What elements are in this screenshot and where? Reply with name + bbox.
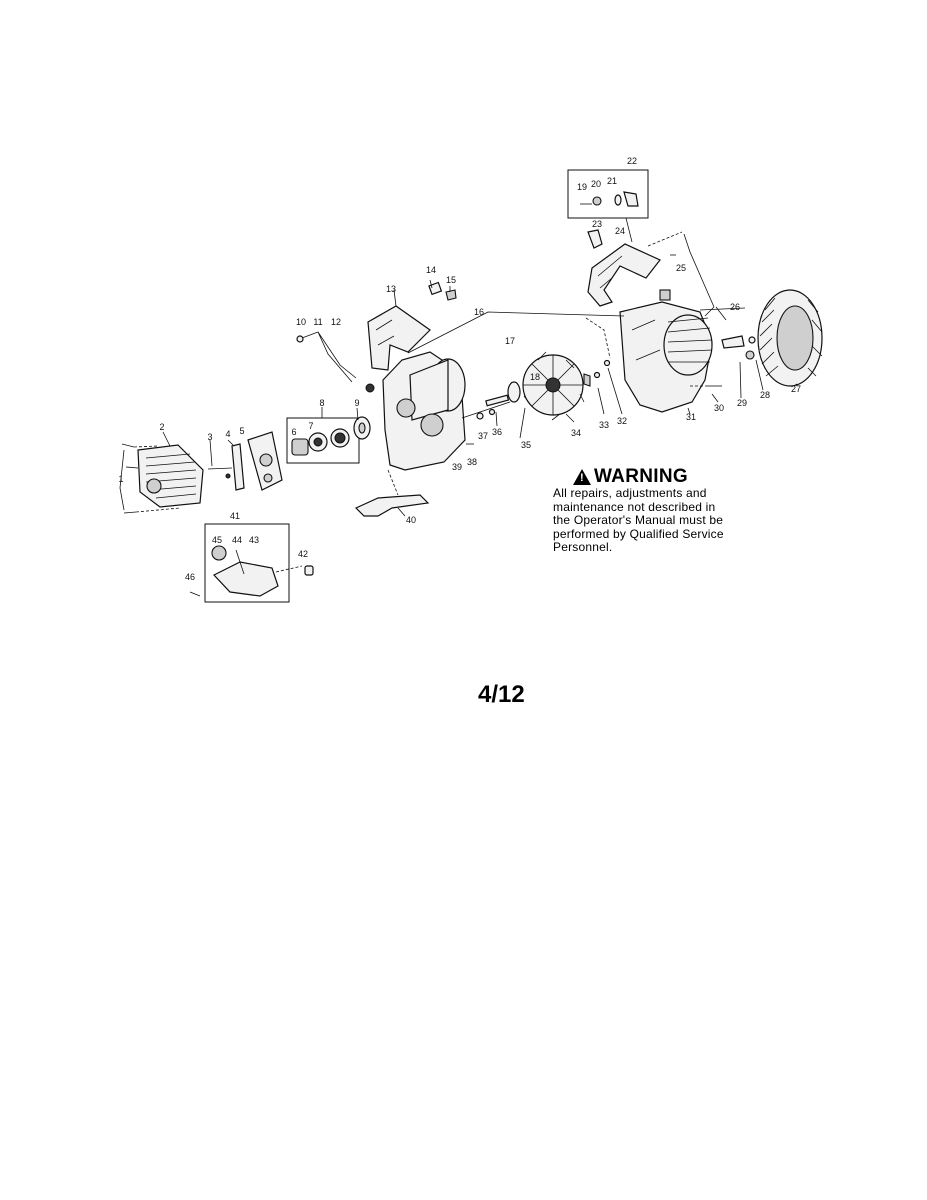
part-handle [367,281,457,371]
callout-43: 43 [249,535,259,545]
callout-42: 42 [298,549,308,559]
callout-37: 37 [478,431,488,441]
callout-21: 21 [607,176,617,186]
callout-24: 24 [615,226,625,236]
part-switch-kit [580,191,639,207]
callout-32: 32 [617,416,627,426]
callout-3: 3 [207,432,212,442]
part-throttle-linkage [296,331,357,383]
callout-4: 4 [225,429,230,439]
callout-33: 33 [599,420,609,430]
part-washers [583,359,611,387]
callout-44: 44 [232,535,242,545]
callout-12: 12 [331,317,341,327]
warning-title: WARNING [594,466,688,487]
inset-box-8 [286,417,360,464]
callout-27: 27 [791,384,801,394]
part-volute-housing [619,289,713,413]
callout-31: 31 [686,412,696,422]
callout-13: 13 [386,284,396,294]
callout-18: 18 [530,372,540,382]
part-blower-housing [365,351,466,471]
part-impeller-fan [522,351,585,421]
part-fan-hardware [461,381,521,445]
part-engine-cover [757,289,823,387]
part-front-cover [137,444,204,508]
callout-17: 17 [505,336,515,346]
part-rear-cover [587,229,676,307]
inset-box-22 [567,169,649,219]
callout-19: 19 [577,182,587,192]
part-starter-pulley [291,416,371,456]
callout-15: 15 [446,275,456,285]
callout-20: 20 [591,179,601,189]
callout-5: 5 [239,426,244,436]
inset-box-41 [204,523,290,603]
callout-36: 36 [492,427,502,437]
callout-22: 22 [627,156,637,166]
callout-45: 45 [212,535,222,545]
callout-38: 38 [467,457,477,467]
callout-9: 9 [354,398,359,408]
callout-35: 35 [521,440,531,450]
part-throttle-trigger [354,469,430,517]
callout-11: 11 [313,317,322,327]
callout-6: 6 [291,427,296,437]
callout-16: 16 [474,307,484,317]
callout-34: 34 [571,428,581,438]
callout-40: 40 [406,515,416,525]
callout-29: 29 [737,398,747,408]
page-number: 4/12 [478,681,525,708]
part-air-filter-cover [189,545,314,597]
callout-28: 28 [760,390,770,400]
leader-lines [162,217,798,573]
callout-25: 25 [676,263,686,273]
callout-8: 8 [319,398,324,408]
callout-7: 7 [308,421,313,431]
part-air-filter-group [207,431,283,491]
callout-26: 26 [730,302,740,312]
warning-notice: ! WARNING All repairs, adjustments and m… [553,466,773,555]
callout-14: 14 [426,265,436,275]
callout-23: 23 [592,219,602,229]
part-screws [119,443,181,514]
callout-1: 1 [118,474,123,484]
part-flywheel-hardware [706,335,756,387]
callout-labels: 1 2 3 4 5 6 7 8 9 10 11 12 13 14 15 16 1… [118,156,801,582]
warning-title-row: ! WARNING [573,466,773,487]
warning-triangle-icon: ! [573,469,591,485]
callout-41: 41 [230,511,240,521]
callout-46: 46 [185,572,195,582]
callout-30: 30 [714,403,724,413]
warning-text: All repairs, adjustments and maintenance… [553,486,724,554]
callout-10: 10 [296,317,306,327]
callout-2: 2 [159,422,164,432]
callout-39: 39 [452,462,462,472]
